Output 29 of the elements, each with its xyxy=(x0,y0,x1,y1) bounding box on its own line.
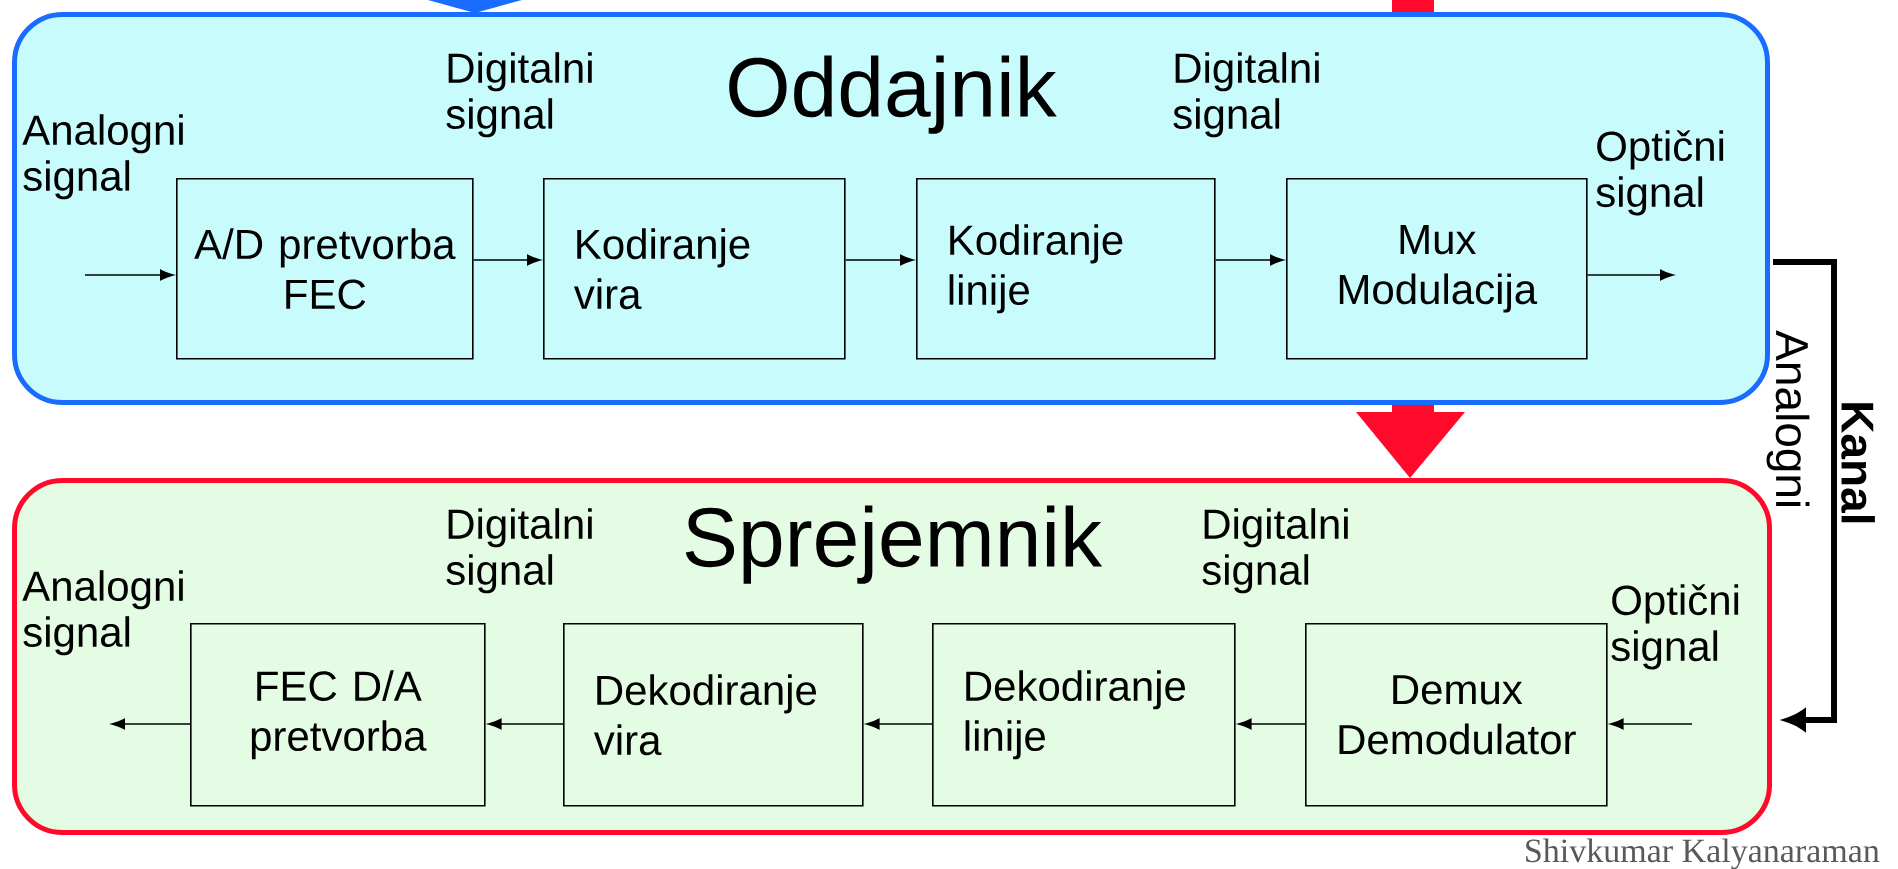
arrow xyxy=(111,718,191,730)
process-box: FEC D/A pretvorba xyxy=(190,623,486,807)
process-box: Kodiranje vira xyxy=(543,178,846,360)
arrow xyxy=(1214,254,1284,266)
edge-label: Optični signal xyxy=(1611,584,1739,670)
process-box: Mux Modulacija xyxy=(1286,178,1588,360)
arrow xyxy=(84,269,174,281)
arrow xyxy=(488,718,564,730)
arrow xyxy=(1610,718,1693,730)
edge-label: Kanal xyxy=(1841,403,1875,523)
arrow xyxy=(844,254,914,266)
arrow xyxy=(1586,269,1674,281)
edge-label: Optični signal xyxy=(1596,130,1724,216)
edge-label: Analogni signal xyxy=(22,570,183,656)
edge-label: Digitalni signal xyxy=(1202,508,1348,594)
arrow xyxy=(1773,259,1837,731)
block-arrow xyxy=(1356,405,1465,478)
process-box: Kodiranje linije xyxy=(916,178,1216,360)
arrow xyxy=(1238,718,1306,730)
process-box: Dekodiranje vira xyxy=(563,623,864,807)
process-box: Dekodiranje linije xyxy=(932,623,1236,807)
edge-label: Digitalni signal xyxy=(446,52,592,138)
process-box: Demux Demodulator xyxy=(1305,623,1608,807)
arrow xyxy=(866,718,933,730)
arrow xyxy=(472,254,541,266)
process-box: A/D pretvorba FEC xyxy=(176,178,474,360)
edge-label: Digitalni signal xyxy=(1173,52,1319,138)
edge-label: Digitalni signal xyxy=(446,508,592,594)
author-credit: Shivkumar Kalyanaraman xyxy=(1526,838,1880,869)
